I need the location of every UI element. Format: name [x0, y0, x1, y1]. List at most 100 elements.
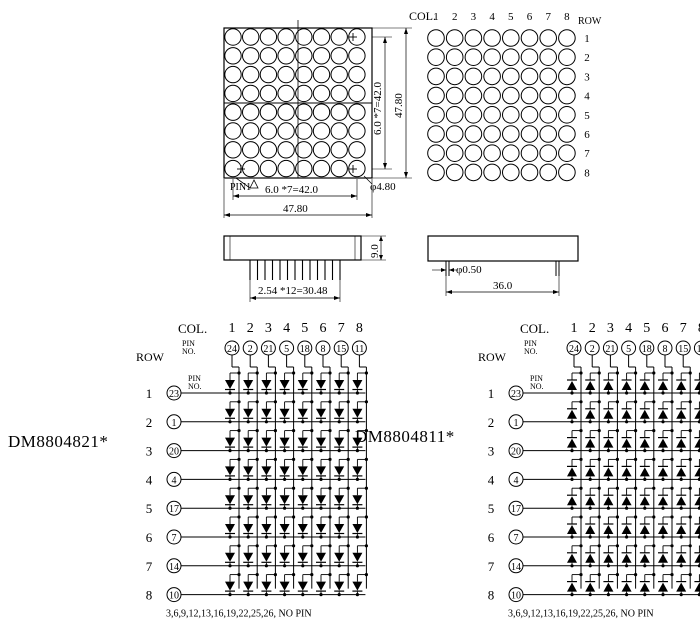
row-pin-number: 20 — [169, 447, 179, 458]
led-diode — [352, 552, 363, 562]
junction-dot — [652, 544, 656, 548]
junction-dot — [246, 506, 250, 510]
layout-col-title: COL. — [409, 9, 436, 23]
layout-row-number: 5 — [584, 110, 590, 122]
front-led-dot — [277, 159, 295, 178]
led-diode — [261, 524, 272, 533]
layout-led-dot — [502, 67, 520, 86]
junction-dot — [579, 429, 583, 433]
col-pin-number: 18 — [642, 344, 652, 355]
layout-led-dot — [502, 144, 520, 162]
layout-led-dot — [483, 106, 501, 124]
front-led-dot — [259, 84, 278, 103]
layout-led-dot — [502, 163, 520, 182]
led-diode — [639, 553, 650, 563]
junction-dot — [643, 506, 647, 510]
part-number-dm8804811: DM8804811* — [355, 427, 455, 446]
junction-dot — [670, 486, 674, 490]
junction-dot — [228, 391, 232, 395]
led-diode — [658, 467, 668, 477]
junction-dot — [652, 515, 656, 519]
schematic-col-number: 5 — [643, 321, 650, 336]
front-led-dot — [330, 122, 348, 140]
junction-dot — [264, 564, 268, 568]
led-diode — [243, 552, 254, 562]
junction-dot — [625, 477, 629, 481]
junction-dot — [301, 506, 305, 510]
junction-dot — [283, 391, 287, 395]
junction-dot — [246, 593, 250, 597]
col-pin-number: 24 — [227, 344, 237, 355]
schematic-pin-no: NO. — [524, 347, 538, 356]
junction-dot — [301, 391, 305, 395]
junction-dot — [588, 506, 592, 510]
led-diode — [352, 581, 363, 591]
led-diode — [676, 525, 687, 534]
led-diode — [243, 581, 254, 591]
junction-dot — [670, 371, 674, 375]
junction-dot — [643, 449, 647, 453]
led-diode — [658, 496, 668, 506]
front-led-dot — [224, 28, 242, 46]
layout-led-dot — [445, 125, 464, 143]
front-led-dot — [295, 65, 313, 84]
junction-dot — [301, 564, 305, 568]
junction-dot — [652, 371, 656, 375]
led-diode — [316, 524, 326, 533]
layout-led-dot — [520, 48, 539, 67]
junction-dot — [643, 535, 647, 539]
junction-dot — [273, 429, 277, 433]
led-diode — [676, 381, 687, 390]
layout-led-dot — [483, 29, 501, 47]
junction-dot — [679, 506, 683, 510]
junction-dot — [292, 486, 296, 490]
dot-diameter-label: φ4.80 — [370, 181, 396, 193]
led-diode — [621, 553, 632, 563]
led-diode — [694, 467, 700, 477]
led-diode — [603, 496, 614, 506]
schematic-col-number: 4 — [283, 321, 290, 336]
front-led-dot — [242, 122, 260, 140]
junction-dot — [588, 391, 592, 395]
junction-dot — [661, 535, 665, 539]
col-pin-number: 11 — [697, 344, 700, 355]
junction-dot — [670, 515, 674, 519]
led-diode — [297, 495, 308, 505]
layout-led-dot — [558, 29, 576, 47]
front-led-dot — [259, 159, 278, 178]
schematic-col-number: 2 — [247, 321, 254, 336]
junction-dot — [346, 429, 350, 433]
junction-dot — [273, 486, 277, 490]
schematic-row-number: 7 — [488, 559, 495, 574]
schematic-row-number: 7 — [146, 559, 153, 574]
junction-dot — [292, 544, 296, 548]
led-diode — [694, 496, 700, 506]
layout-led-dot — [427, 48, 445, 67]
led-diode — [658, 409, 668, 419]
front-led-dot — [312, 84, 331, 103]
schematic-dm8804811: COL.12345678ROWPINNO.PINNO.2422151881511… — [478, 321, 700, 619]
junction-dot — [652, 486, 656, 490]
front-led-dot — [312, 122, 331, 140]
schematic-col-number: 5 — [301, 321, 308, 336]
layout-row-number: 7 — [584, 148, 590, 160]
junction-dot — [643, 593, 647, 597]
front-led-dot — [330, 65, 348, 84]
junction-dot — [355, 477, 359, 481]
front-led-dot — [312, 141, 331, 159]
junction-dot — [255, 573, 259, 577]
led-diode — [261, 437, 272, 447]
junction-dot — [688, 486, 692, 490]
layout-led-dot — [520, 106, 539, 124]
led-diode — [243, 437, 254, 447]
junction-dot — [237, 457, 241, 461]
layout-led-dot — [464, 163, 483, 182]
front-led-dot — [242, 84, 260, 103]
led-diode — [658, 582, 668, 592]
front-led-dot — [259, 141, 278, 159]
junction-dot — [255, 544, 259, 548]
junction-dot — [579, 573, 583, 577]
led-diode — [279, 437, 290, 447]
front-led-dot — [295, 159, 313, 178]
layout-led-dot — [558, 125, 576, 143]
